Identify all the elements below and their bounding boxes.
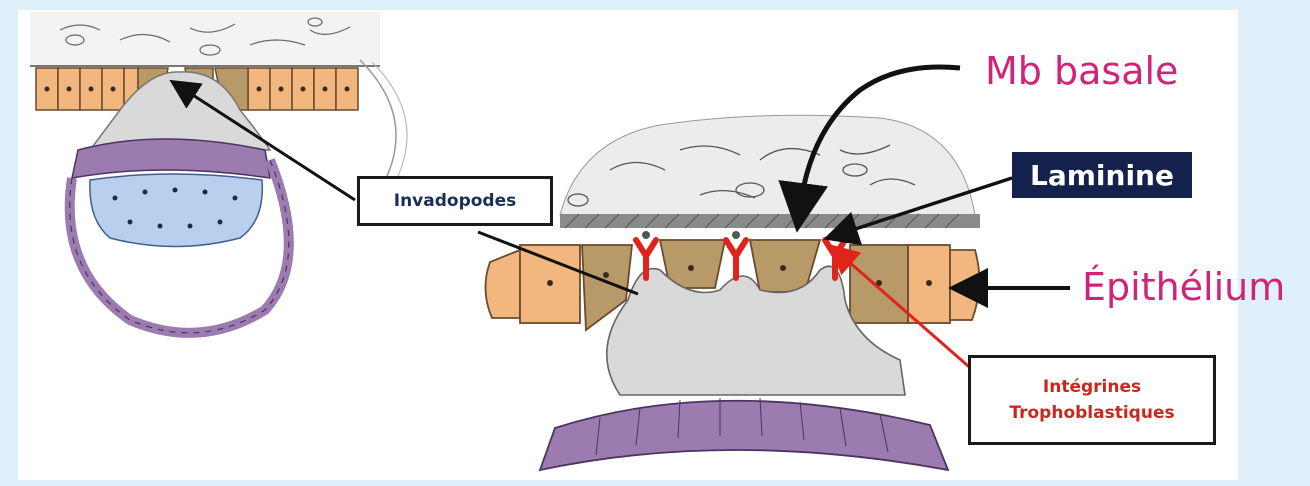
label-laminine: Laminine	[1012, 152, 1192, 198]
integrines-line-1: Intégrines	[971, 374, 1213, 400]
label-epithelium: Épithélium	[1082, 268, 1285, 306]
label-mb-basale: Mb basale	[985, 52, 1178, 90]
integrin-2	[726, 240, 746, 278]
label-integrines-trophoblastiques: Intégrines Trophoblastiques	[968, 355, 1216, 445]
right-cytotrophoblast	[540, 401, 948, 470]
invadopodes-arrow-left	[182, 88, 355, 200]
integrines-line-2: Trophoblastiques	[971, 400, 1213, 426]
label-invadopodes: Invadopodes	[357, 176, 553, 226]
